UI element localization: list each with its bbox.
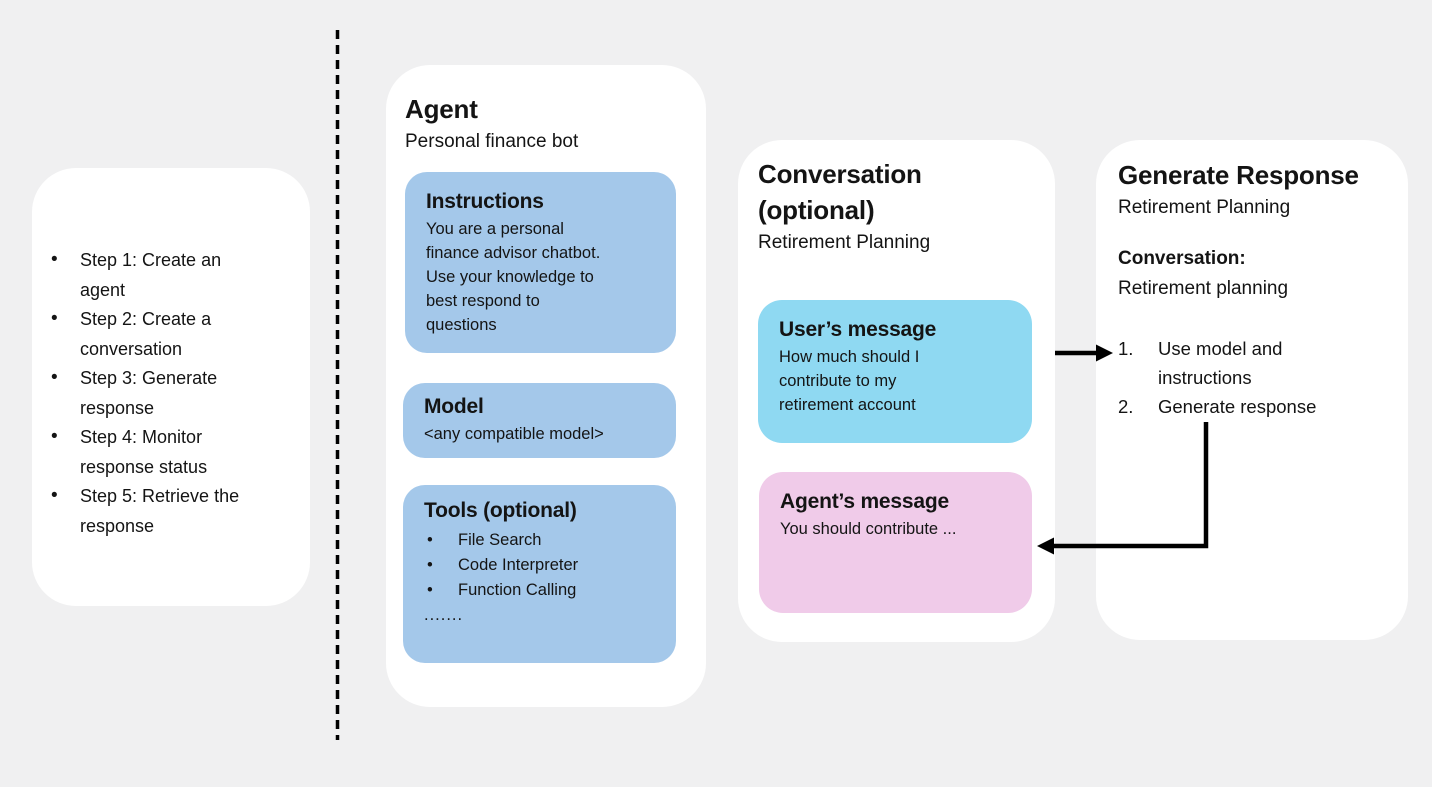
steps-list: Step 1: Create an agent Step 2: Create a…: [48, 245, 288, 541]
conversation-card: Conversation (optional) Retirement Plann…: [738, 140, 1055, 642]
response-step-item: 2. Generate response: [1118, 392, 1388, 421]
agent-message-box: Agent’s message You should contribute ..…: [759, 472, 1032, 613]
user-message-body: How much should I contribute to my retir…: [779, 348, 920, 414]
generate-response-card: Generate Response Retirement Planning Co…: [1096, 140, 1408, 640]
user-message-box: User’s message How much should I contrib…: [758, 300, 1032, 443]
model-title: Model: [424, 395, 484, 418]
agent-card: Agent Personal finance bot Instructions …: [386, 65, 706, 707]
tools-title: Tools (optional): [424, 499, 577, 522]
generate-response-title: Generate Response: [1118, 160, 1359, 190]
instructions-body: You are a personal finance advisor chatb…: [426, 220, 601, 334]
tool-item: Code Interpreter: [424, 553, 662, 578]
model-box: Model <any compatible model>: [403, 383, 676, 458]
step-text: Use model and instructions: [1158, 338, 1283, 388]
conversation-reference: Conversation: Retirement planning: [1118, 244, 1288, 304]
tools-ellipsis: .......: [424, 606, 464, 624]
step-item: Step 3: Generate response: [48, 363, 288, 423]
agent-message-body: You should contribute ...: [780, 520, 957, 538]
response-step-item: 1. Use model and instructions: [1118, 334, 1388, 392]
generate-response-subtitle: Retirement Planning: [1118, 197, 1291, 218]
agent-title: Agent: [405, 94, 478, 124]
conversation-value: Retirement planning: [1118, 278, 1289, 299]
tool-item: File Search: [424, 528, 662, 553]
user-message-title: User’s message: [779, 318, 937, 341]
conversation-title: Conversation (optional): [758, 159, 922, 225]
agent-card-header: Agent Personal finance bot: [405, 91, 685, 154]
tools-list: File Search Code Interpreter Function Ca…: [424, 528, 662, 603]
step-item: Step 4: Monitor response status: [48, 422, 288, 482]
step-number: 2.: [1118, 396, 1134, 417]
conversation-subtitle: Retirement Planning: [758, 232, 931, 253]
generate-response-header: Generate Response Retirement Planning: [1118, 157, 1396, 220]
step-item: Step 1: Create an agent: [48, 245, 288, 305]
steps-panel: Step 1: Create an agent Step 2: Create a…: [32, 168, 310, 606]
instructions-title: Instructions: [426, 190, 544, 213]
instructions-box: Instructions You are a personal finance …: [405, 172, 676, 353]
step-number: 1.: [1118, 338, 1134, 359]
agent-message-title: Agent’s message: [780, 490, 949, 513]
step-item: Step 2: Create a conversation: [48, 304, 288, 364]
conversation-card-header: Conversation (optional) Retirement Plann…: [758, 156, 1038, 255]
model-body: <any compatible model>: [424, 425, 604, 443]
response-steps-list: 1. Use model and instructions 2. Generat…: [1118, 334, 1388, 421]
step-item: Step 5: Retrieve the response: [48, 481, 288, 541]
tool-item: Function Calling: [424, 578, 662, 603]
step-text: Generate response: [1158, 396, 1317, 417]
tools-box: Tools (optional) File Search Code Interp…: [403, 485, 676, 663]
agent-subtitle: Personal finance bot: [405, 131, 579, 152]
conversation-label: Conversation:: [1118, 248, 1246, 269]
